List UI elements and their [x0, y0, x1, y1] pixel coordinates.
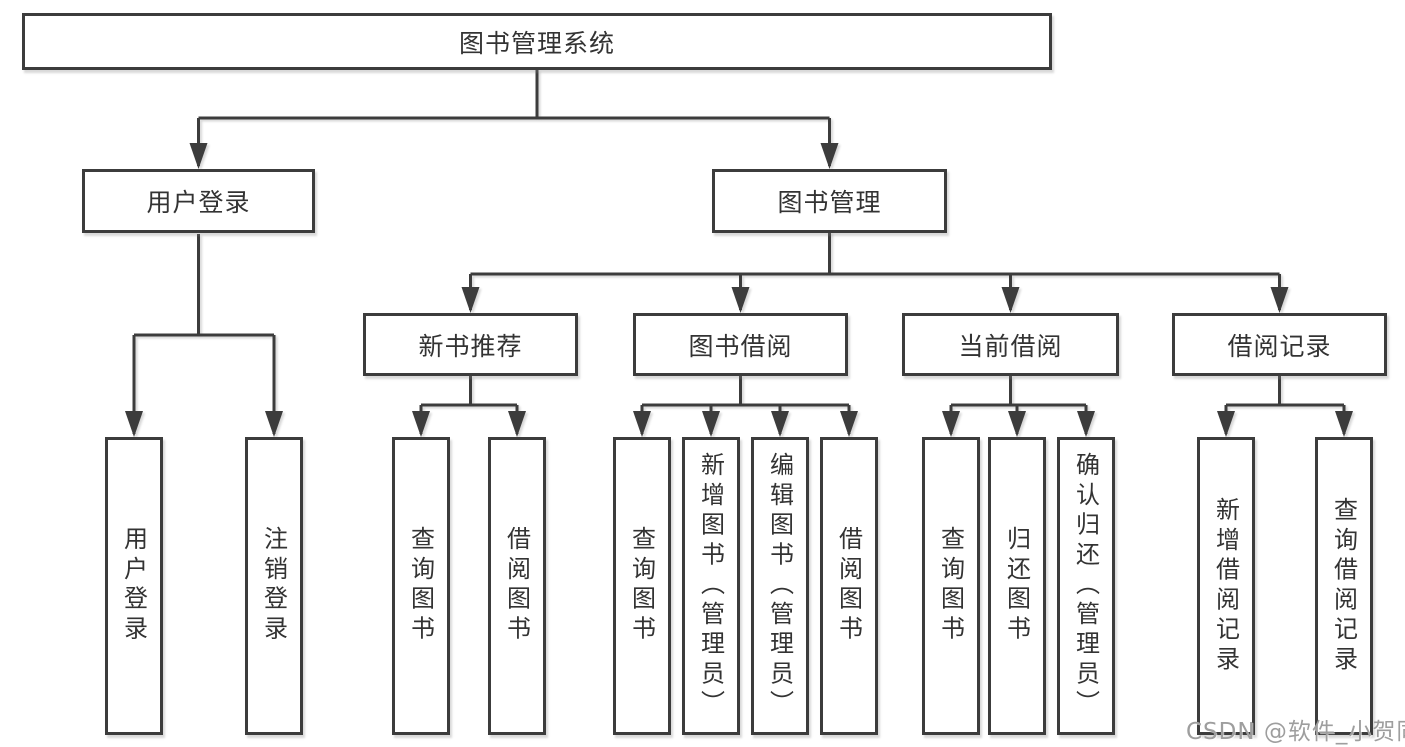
connector-root-to-level2 [197, 70, 831, 166]
leaf-return-books: 归还图书 [988, 437, 1046, 735]
leaf-label: 用户登录 [119, 526, 148, 646]
connector-records-to-leaves [1224, 376, 1346, 434]
arrow-down-icon [1008, 411, 1026, 437]
leaf-label: 归还图书 [1002, 526, 1031, 646]
arrow-down-icon [1270, 287, 1289, 313]
leaf-label: 借阅图书 [834, 526, 863, 646]
node-book-borrowing: 图书借阅 [633, 313, 848, 376]
leaf-label: 确认归还（管理员） [1071, 452, 1100, 720]
connector-recommend-to-leaves [419, 376, 519, 434]
csdn-watermark: CSDN @软件_小贺同学 [1186, 719, 1405, 745]
leaf-confirm-return-admin: 确认归还（管理员） [1057, 437, 1115, 735]
arrow-down-icon [1001, 287, 1020, 313]
node-current-borrowing: 当前借阅 [902, 313, 1119, 376]
arrow-down-icon [508, 411, 526, 437]
node-book-management: 图书管理 [712, 169, 947, 233]
arrow-down-icon [820, 143, 839, 169]
leaf-label: 查询图书 [627, 526, 656, 646]
node-new-book-recommend: 新书推荐 [363, 313, 578, 376]
leaf-edit-book-admin: 编辑图书（管理员） [751, 437, 809, 735]
arrow-down-icon [840, 411, 858, 437]
leaf-query-books-recommend: 查询图书 [392, 437, 450, 735]
connector-login-to-leaves [132, 234, 276, 434]
node-library-system: 图书管理系统 [22, 13, 1052, 70]
arrow-down-icon [942, 411, 960, 437]
arrow-down-icon [702, 411, 720, 437]
arrow-down-icon [1335, 411, 1353, 437]
leaf-add-borrow-record: 新增借阅记录 [1197, 437, 1255, 735]
leaf-label: 查询图书 [936, 526, 965, 646]
leaf-add-book-admin: 新增图书（管理员） [682, 437, 740, 735]
arrow-down-icon [125, 411, 143, 437]
leaf-query-books-borrowing: 查询图书 [613, 437, 671, 735]
arrow-down-icon [265, 411, 283, 437]
leaf-borrow-books-recommend: 借阅图书 [488, 437, 546, 735]
leaf-label: 注销登录 [259, 526, 288, 646]
arrowheads [125, 143, 1353, 437]
connector-borrowing-to-leaves [640, 376, 851, 434]
arrow-down-icon [1217, 411, 1235, 437]
arrow-down-icon [461, 287, 480, 313]
node-borrow-records: 借阅记录 [1172, 313, 1387, 376]
arrow-down-icon [731, 287, 750, 313]
leaf-label: 新增借阅记录 [1211, 496, 1240, 676]
arrow-down-icon [189, 143, 208, 169]
arrow-down-icon [771, 411, 789, 437]
leaf-query-books-current: 查询图书 [922, 437, 980, 735]
leaf-label: 借阅图书 [502, 526, 531, 646]
connector-mgmt-to-level3 [469, 232, 1281, 310]
leaf-borrow-books-borrowing: 借阅图书 [820, 437, 878, 735]
node-user-login: 用户登录 [82, 169, 315, 233]
leaf-label: 新增图书（管理员） [696, 452, 725, 720]
leaf-user-login: 用户登录 [105, 437, 163, 735]
arrow-down-icon [412, 411, 430, 437]
leaf-logout: 注销登录 [245, 437, 303, 735]
arrow-down-icon [1077, 411, 1095, 437]
leaf-label: 查询图书 [406, 526, 435, 646]
leaf-label: 编辑图书（管理员） [765, 452, 794, 720]
leaf-query-borrow-record: 查询借阅记录 [1315, 437, 1373, 735]
leaf-label: 查询借阅记录 [1329, 496, 1358, 676]
arrow-down-icon [633, 411, 651, 437]
